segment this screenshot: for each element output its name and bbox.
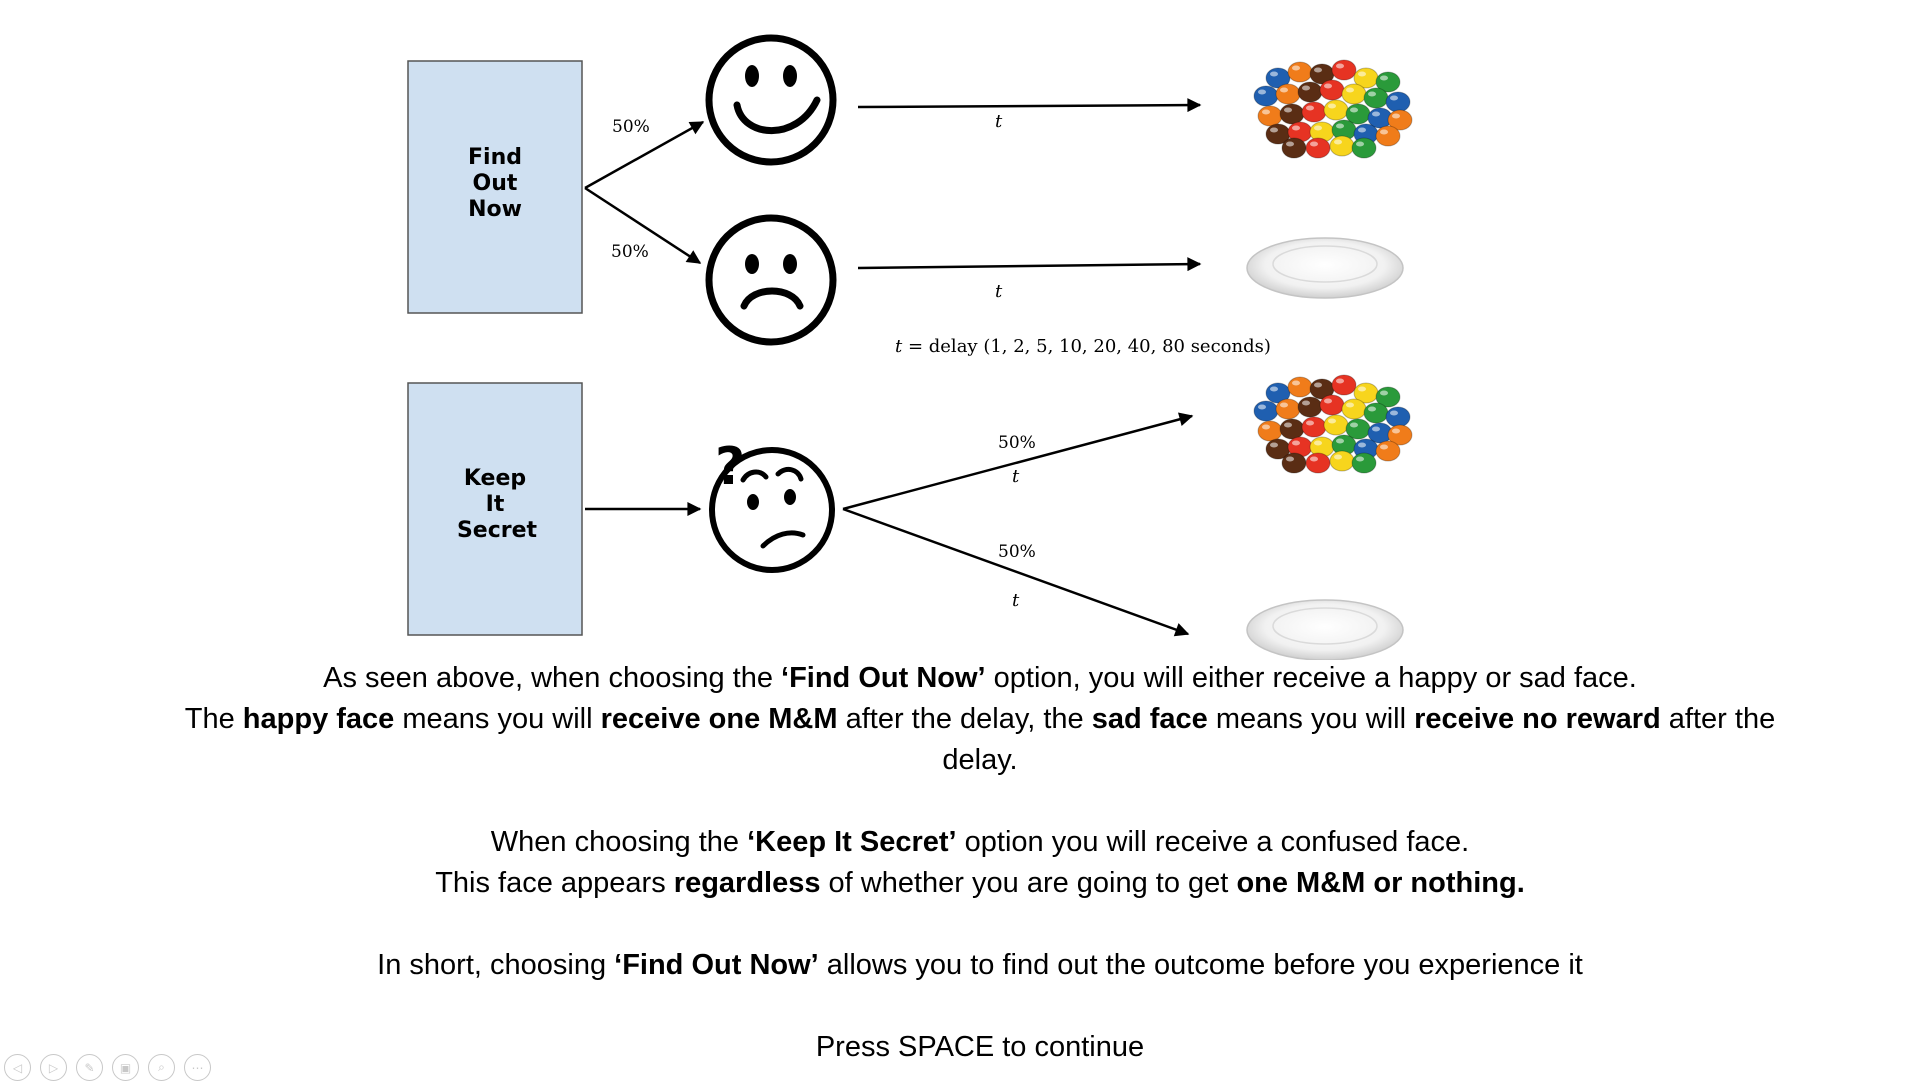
more-icon[interactable]: ⋯ bbox=[184, 1054, 211, 1081]
choice-diagram: Find Out Now Keep It Secret 50% 50% t t … bbox=[407, 34, 1413, 660]
arrow-to-sad bbox=[584, 186, 702, 265]
keep-it-secret-label-1: Keep bbox=[464, 466, 526, 491]
instructions-paragraph-2: When choosing the ‘Keep It Secret’ optio… bbox=[435, 826, 1525, 899]
keep-it-secret-box: Keep It Secret bbox=[407, 382, 583, 636]
next-icon[interactable]: ▷ bbox=[40, 1054, 67, 1081]
find-out-now-box: Find Out Now bbox=[407, 60, 583, 314]
delay-t-label-3: t bbox=[1012, 466, 1020, 487]
delay-t-label-2: t bbox=[995, 281, 1003, 302]
delay-t-label-1: t bbox=[995, 111, 1003, 132]
press-space-prompt: Press SPACE to continue bbox=[815, 1031, 1145, 1063]
arrow-happy-to-mm bbox=[857, 98, 1202, 113]
sad-face-icon bbox=[705, 214, 837, 346]
zoom-icon[interactable]: ⌕ bbox=[148, 1054, 175, 1081]
prob-sad-label: 50% bbox=[611, 242, 649, 262]
instructions-text: As seen above, when choosing the ‘Find O… bbox=[180, 658, 1780, 1068]
slideshow-controls: ◁ ▷ ✎ ▣ ⌕ ⋯ bbox=[4, 1054, 211, 1081]
arrow-sad-to-plate bbox=[857, 257, 1202, 272]
prob-happy-label: 50% bbox=[612, 117, 650, 137]
arrow-to-happy bbox=[584, 120, 705, 190]
empty-plate-image-2 bbox=[1246, 599, 1404, 660]
arrow-confused-to-mm bbox=[842, 412, 1194, 511]
delay-note: t = delay (1, 2, 5, 10, 20, 40, 80 secon… bbox=[895, 336, 1271, 357]
svg-text:?: ? bbox=[715, 437, 745, 497]
find-out-now-label-2: Out bbox=[473, 171, 518, 196]
instructions-paragraph-3: In short, choosing ‘Find Out Now’ allows… bbox=[377, 949, 1583, 981]
prob-mm-label: 50% bbox=[998, 433, 1036, 453]
keep-it-secret-label-3: Secret bbox=[457, 518, 538, 543]
prob-nothing-label: 50% bbox=[998, 542, 1036, 562]
keep-it-secret-label-2: It bbox=[486, 492, 505, 517]
arrow-confused-to-plate bbox=[842, 507, 1190, 637]
mm-candy-pile-image bbox=[1253, 59, 1413, 159]
delay-t-label-4: t bbox=[1012, 590, 1020, 611]
previous-icon[interactable]: ◁ bbox=[4, 1054, 31, 1081]
find-out-now-label-1: Find bbox=[468, 145, 522, 170]
instructions-paragraph-1: As seen above, when choosing the ‘Find O… bbox=[184, 662, 1776, 776]
empty-plate-image bbox=[1246, 237, 1404, 299]
confused-face-icon: ? bbox=[709, 437, 835, 573]
happy-face-icon bbox=[705, 34, 837, 166]
pen-icon[interactable]: ✎ bbox=[76, 1054, 103, 1081]
mm-candy-pile-image-2 bbox=[1253, 374, 1413, 474]
find-out-now-label-3: Now bbox=[468, 197, 522, 222]
slides-icon[interactable]: ▣ bbox=[112, 1054, 139, 1081]
